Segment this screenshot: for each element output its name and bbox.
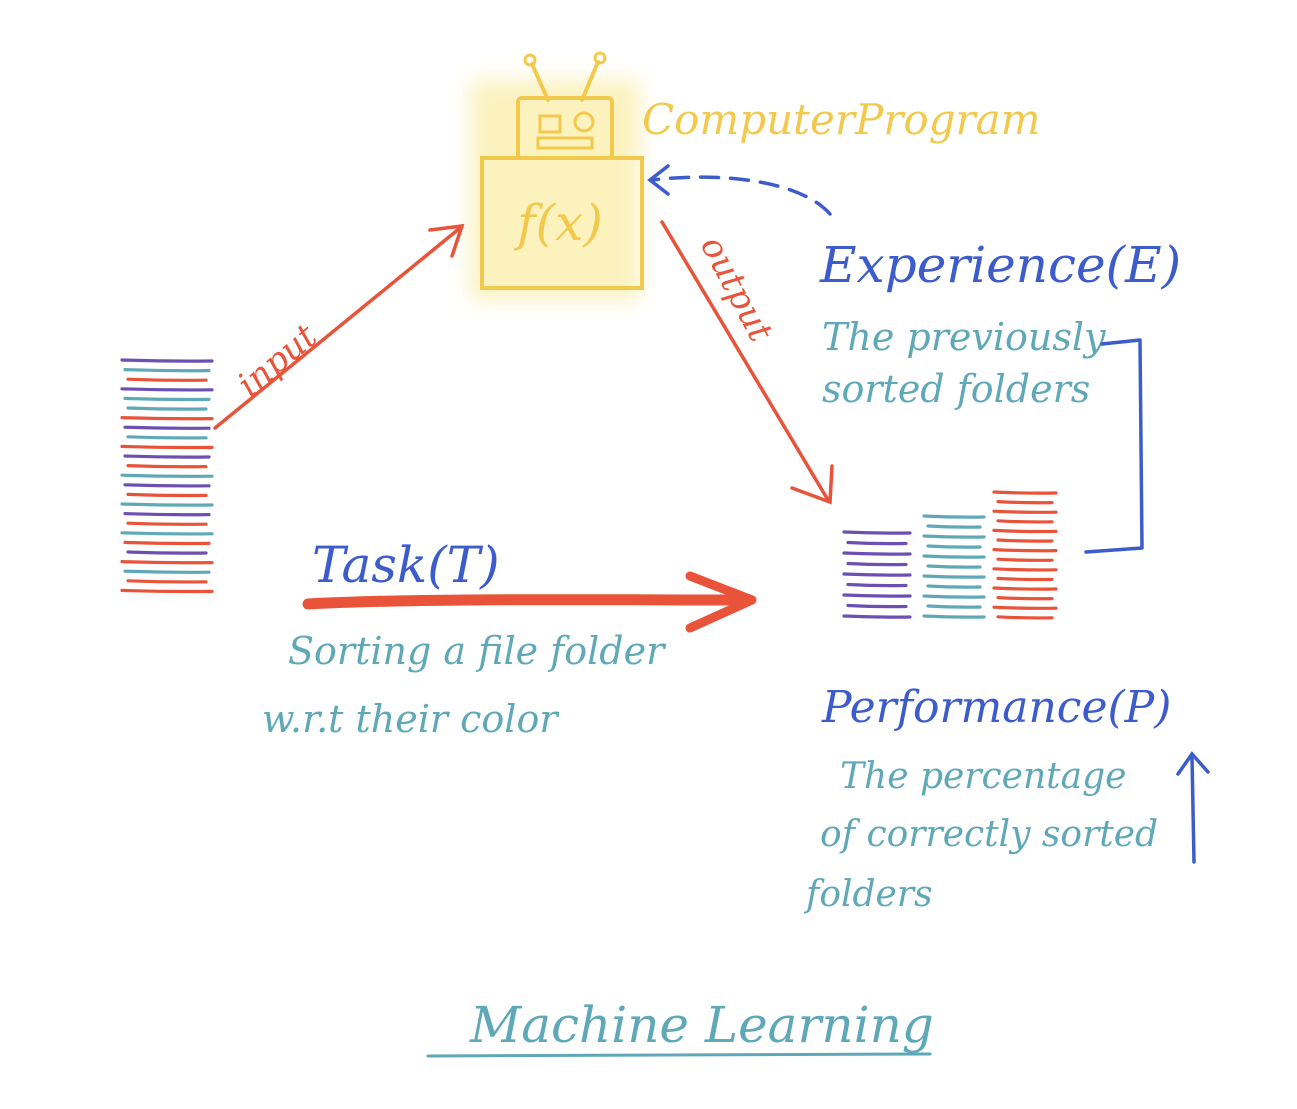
folder-line (926, 544, 982, 549)
function-label: f(x) (513, 194, 603, 252)
experience-title: Experience(E) (819, 236, 1181, 294)
experience-desc-line1: The previously (822, 315, 1106, 359)
folder-line (926, 564, 982, 569)
folder-line (922, 554, 986, 559)
folder-line (842, 530, 912, 535)
folder-line (123, 512, 211, 517)
footer-underline (426, 1052, 932, 1058)
folder-line (992, 490, 1058, 495)
folder-line (996, 519, 1054, 524)
task-arrow (302, 571, 757, 633)
folder-line (926, 604, 982, 609)
sorted-folders-purple (842, 530, 912, 619)
folder-line (996, 500, 1054, 505)
sorted-folders-red (992, 490, 1058, 620)
performance-desc-line3: folders (803, 874, 933, 915)
performance-title: Performance(P) (821, 682, 1171, 733)
folder-line (123, 540, 211, 546)
folder-line (996, 615, 1054, 620)
folder-line (846, 603, 908, 609)
folder-line (846, 561, 908, 567)
folder-line (120, 358, 214, 363)
unsorted-folders (120, 358, 214, 594)
folder-line (126, 521, 208, 526)
folder-line (926, 584, 982, 589)
folder-line (126, 464, 208, 469)
experience-bracket (1084, 338, 1144, 554)
folder-line (996, 557, 1054, 562)
task-desc-line1: Sorting a file folder (288, 629, 667, 673)
folder-line (123, 454, 211, 459)
folder-line (992, 605, 1058, 610)
input-arrow (213, 223, 465, 430)
folder-line (842, 551, 912, 556)
folder-line (126, 579, 208, 584)
folder-line (123, 569, 211, 574)
folder-line (922, 574, 986, 579)
folder-line (992, 548, 1058, 553)
folder-line (126, 377, 208, 382)
performance-desc-line2: of correctly sorted (820, 814, 1158, 855)
sorted-folders-teal (922, 514, 986, 619)
folder-line (120, 560, 214, 565)
folder-line (846, 540, 908, 546)
folder-line (922, 614, 986, 619)
folder-line (996, 596, 1054, 601)
output-arrow (660, 220, 834, 505)
folder-line (123, 368, 211, 373)
folder-line (842, 593, 912, 598)
task-desc-line2: w.r.t their color (262, 697, 560, 741)
folder-line (926, 524, 982, 529)
folder-line (992, 528, 1058, 534)
folder-line (120, 473, 214, 478)
folder-line (126, 550, 208, 555)
up-arrow-icon (1176, 751, 1210, 864)
robot-icon (470, 51, 644, 300)
output-label: output (692, 229, 781, 348)
folder-line (996, 576, 1054, 582)
folder-line (842, 572, 912, 577)
performance-desc-line1: The percentage (840, 756, 1126, 797)
folder-line (992, 567, 1058, 572)
folder-line (922, 534, 986, 539)
folder-line (120, 531, 214, 536)
folder-line (120, 502, 214, 507)
folder-line (123, 425, 211, 430)
task-title: Task(T) (312, 536, 500, 594)
folder-line (123, 483, 211, 488)
folder-line (126, 492, 208, 498)
program-title: ComputerProgram (642, 95, 1040, 144)
folder-line (120, 588, 214, 594)
folder-line (123, 396, 211, 402)
folder-line (126, 435, 208, 440)
folder-line (120, 444, 214, 450)
folder-line (126, 406, 208, 411)
folder-line (922, 514, 986, 519)
folder-line (996, 538, 1054, 543)
folder-line (842, 614, 912, 619)
experience-desc-line2: sorted folders (822, 367, 1090, 411)
folder-line (846, 582, 908, 588)
folder-line (922, 594, 986, 599)
folder-line (992, 509, 1058, 514)
footer-title: Machine Learning (469, 996, 934, 1054)
folder-line (992, 586, 1058, 591)
feedback-arrow (647, 164, 832, 216)
folder-line (120, 387, 214, 392)
input-label: input (230, 316, 325, 405)
program-box (480, 156, 644, 290)
folder-line (120, 416, 214, 421)
